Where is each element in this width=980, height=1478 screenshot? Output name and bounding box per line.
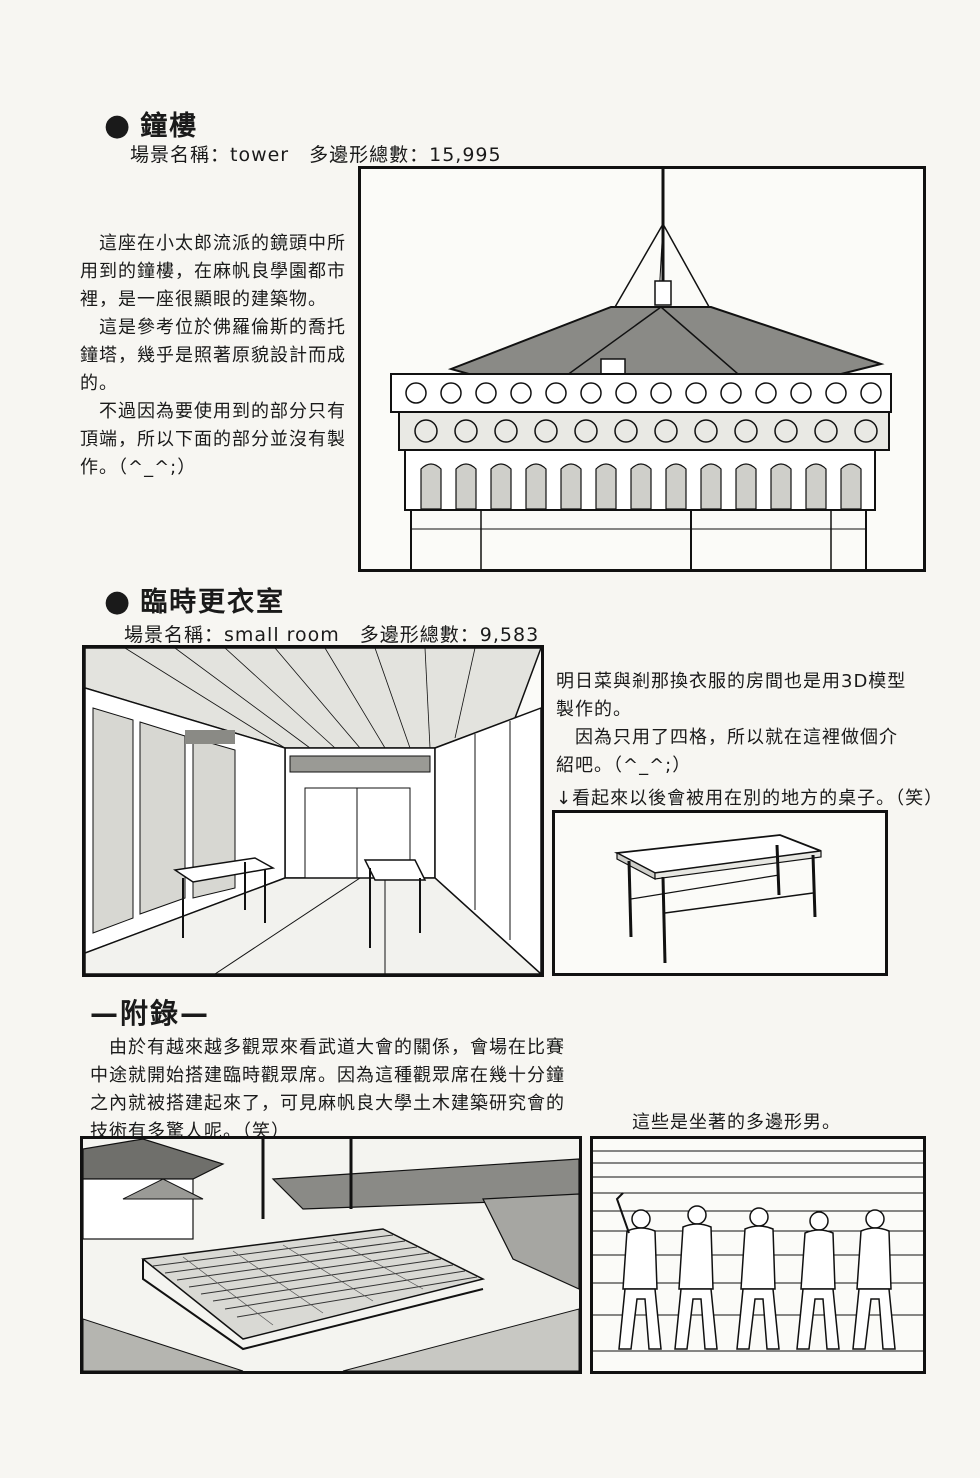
seated-figures-drawing — [593, 1150, 923, 1352]
table-illustration — [552, 810, 888, 976]
stands-illustration — [80, 1136, 582, 1374]
tower-paragraph-1: 這座在小太郎流派的鏡頭中所用到的鐘樓，在麻帆良學園都市裡，是一座很顯眼的建築物。 — [80, 233, 346, 310]
tower-drawing — [390, 169, 892, 569]
room-illustration — [82, 645, 544, 977]
tower-illustration — [358, 166, 926, 572]
room-heading: ●臨時更衣室 — [104, 580, 285, 619]
tower-paragraph-2: 這是參考位於佛羅倫斯的喬托鐘塔，幾乎是照著原貌設計而成的。 — [80, 317, 346, 394]
figures-caption: 這些是坐著的多邊形男。 — [632, 1112, 841, 1133]
table-drawing — [613, 834, 822, 964]
bullet-icon: ● — [104, 584, 133, 619]
tower-title: 鐘樓 — [140, 111, 199, 142]
room-meta: 場景名稱：small room 多邊形總數：9,583 — [124, 624, 540, 646]
tower-paragraph-3: 不過因為要使用到的部分只有頂端，所以下面的部分並沒有製作。（^_^;） — [80, 401, 346, 478]
room-paragraph-1: 明日菜與剎那換衣服的房間也是用3D模型製作的。 — [556, 671, 907, 720]
room-description: 明日菜與剎那換衣服的房間也是用3D模型製作的。 因為只用了四格，所以就在這裡做個… — [556, 668, 910, 780]
appendix-paragraph: 由於有越來越多觀眾來看武道大會的關係，會場在比賽中途就開始搭建臨時觀眾席。因為這… — [90, 1037, 565, 1142]
bullet-icon: ● — [104, 108, 133, 143]
tower-meta: 場景名稱：tower 多邊形總數：15,995 — [130, 144, 502, 166]
table-caption: ↓看起來以後會被用在別的地方的桌子。（笑） — [556, 788, 944, 809]
stands-drawing — [83, 1139, 579, 1371]
tower-heading: ●鐘樓 — [104, 104, 198, 143]
appendix-title: —附錄— — [90, 997, 211, 1030]
tower-description: 這座在小太郎流派的鏡頭中所用到的鐘樓，在麻帆良學園都市裡，是一座很顯眼的建築物。… — [80, 230, 346, 482]
appendix-text: 由於有越來越多觀眾來看武道大會的關係，會場在比賽中途就開始搭建臨時觀眾席。因為這… — [90, 1034, 578, 1146]
room-paragraph-2: 因為只用了四格，所以就在這裡做個介紹吧。（^_^;） — [556, 727, 898, 776]
room-drawing — [85, 648, 541, 974]
seated-figures-illustration — [590, 1136, 926, 1374]
room-title: 臨時更衣室 — [140, 587, 286, 618]
